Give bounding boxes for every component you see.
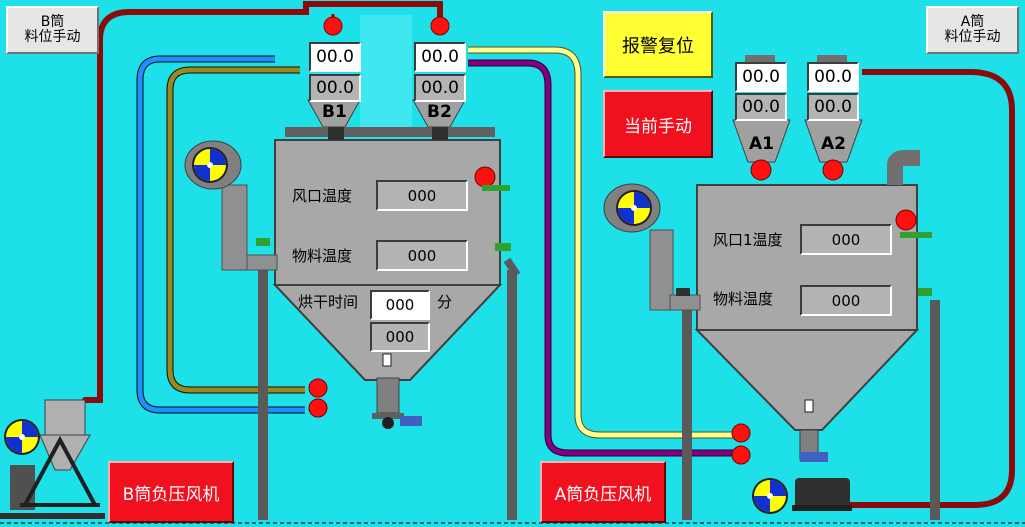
loader-machine	[0, 399, 105, 519]
b1-label: B1	[322, 102, 347, 122]
b-dry-time-input[interactable]: 000	[370, 290, 430, 320]
a-material-temp-label: 物料温度	[713, 290, 774, 308]
a1-label: A1	[749, 134, 774, 154]
a2-value-top: 00.0	[807, 62, 859, 92]
b-dry-time-label: 烘干时间	[298, 293, 359, 311]
a-air-temp-value: 000	[800, 224, 892, 255]
b-dry-time-unit: 分	[437, 293, 453, 311]
a-material-temp-value: 000	[800, 285, 892, 316]
a1-value-top: 00.0	[735, 62, 787, 92]
tank-b	[184, 14, 521, 520]
b1-value-bottom: 00.0	[309, 74, 361, 102]
b-dry-time-actual: 000	[370, 322, 430, 352]
b-air-temp-label: 风口温度	[292, 187, 353, 205]
b-level-manual-button[interactable]: B筒 料位手动	[6, 6, 99, 54]
b2-value-top: 00.0	[414, 42, 466, 72]
a2-label: A2	[821, 134, 846, 154]
pipe-red-a	[845, 69, 1015, 508]
pipe-red-b	[82, 1, 443, 403]
a-air-temp-label: 风口1温度	[713, 231, 783, 249]
alarm-reset-button[interactable]: 报警复位	[603, 11, 713, 78]
b2-value-bottom: 00.0	[414, 74, 466, 102]
b-fan-button[interactable]: B筒负压风机	[108, 461, 234, 523]
a2-value-bottom: 00.0	[807, 93, 859, 121]
b-material-temp-value: 000	[376, 240, 468, 271]
b1-value-top: 00.0	[309, 42, 361, 72]
tank-a	[603, 55, 940, 520]
a-level-manual-button[interactable]: A筒 料位手动	[926, 6, 1019, 54]
a-fan-button[interactable]: A筒负压风机	[540, 461, 666, 523]
b2-label: B2	[427, 102, 452, 122]
current-manual-button[interactable]: 当前手动	[603, 90, 713, 158]
b-air-temp-value: 000	[376, 180, 468, 211]
a1-value-bottom: 00.0	[735, 93, 787, 121]
b-material-temp-label: 物料温度	[292, 247, 353, 265]
